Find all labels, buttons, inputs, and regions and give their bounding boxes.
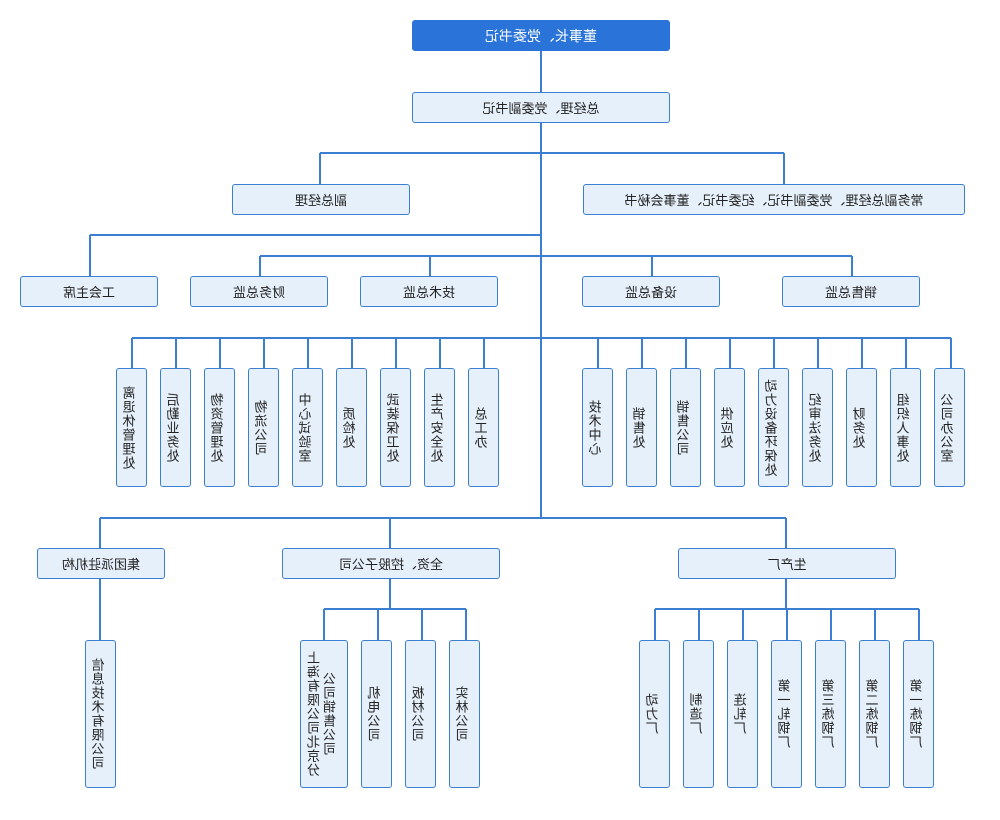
dept-security: 武装保卫处 <box>380 368 411 487</box>
dept-company-office: 公司办公室 <box>934 368 965 487</box>
dept-retiree-management: 离退休管理处 <box>116 368 147 487</box>
dept-personnel: 组织人事处 <box>890 368 921 487</box>
group-subsidiaries: 全资、控股子公司 <box>282 548 500 579</box>
dept-quality-inspection: 质检处 <box>336 368 367 487</box>
dept-production-safety: 生产安全处 <box>424 368 455 487</box>
dept-discipline-legal: 纪审法务处 <box>802 368 833 487</box>
leaf-first-steelmaking-plant: 第一炼钢厂 <box>903 640 934 788</box>
dept-materials-management: 物资管理处 <box>204 368 235 487</box>
dept-supply: 供应处 <box>714 368 745 487</box>
leaf-shilin-company: 实林公司 <box>449 640 480 788</box>
leaf-second-steelmaking-plant: 第二炼钢厂 <box>859 640 890 788</box>
leaf-plate-company: 板材公司 <box>405 640 436 788</box>
dept-logistics-company: 物流公司 <box>248 368 279 487</box>
node-equipment-director: 设备总监 <box>582 276 720 307</box>
node-technical-director: 技术总监 <box>360 276 498 307</box>
dept-logistics-services: 后勤业务处 <box>160 368 191 487</box>
node-general-manager: 总经理、党委副书记 <box>412 92 670 123</box>
leaf-electromechanical-company: 机电公司 <box>361 640 392 788</box>
leaf-power-plant: 动力厂 <box>639 640 670 788</box>
dept-power-environment: 动力设备环保处 <box>758 368 789 487</box>
node-executive-vice-president: 常务副总经理、党委副书记、纪委书记、董事会秘书 <box>583 184 965 215</box>
node-finance-director: 财务总监 <box>190 276 328 307</box>
node-union-chairman: 工会主席 <box>20 276 158 307</box>
dept-sales: 销售处 <box>626 368 657 487</box>
leaf-first-rolling-plant: 第一轧钢厂 <box>771 640 802 788</box>
group-dispatched-institutions: 集团派驻机构 <box>37 548 165 579</box>
leaf-continuous-rolling-plant: 连轧厂 <box>727 640 758 788</box>
dept-sales-company: 销售公司 <box>670 368 701 487</box>
leaf-info-tech-company: 信息技术有限公司 <box>85 640 116 788</box>
leaf-third-steelmaking-plant: 第三炼钢厂 <box>815 640 846 788</box>
dept-central-lab: 中心试验室 <box>292 368 323 487</box>
dept-finance: 财务处 <box>846 368 877 487</box>
leaf-shanghai-beijing-sales: 上海有限公司北京分公司销售公司 <box>300 640 348 788</box>
node-sales-director: 销售总监 <box>782 276 920 307</box>
leaf-manufacturing-plant: 制造厂 <box>683 640 714 788</box>
dept-chief-engineer-office: 总工办 <box>468 368 499 487</box>
dept-technology-center: 技术中心 <box>582 368 613 487</box>
node-chairman: 董事长、党委书记 <box>412 20 670 51</box>
group-production-plants: 生产厂 <box>678 548 896 579</box>
node-deputy-general-manager: 副总经理 <box>232 184 410 215</box>
